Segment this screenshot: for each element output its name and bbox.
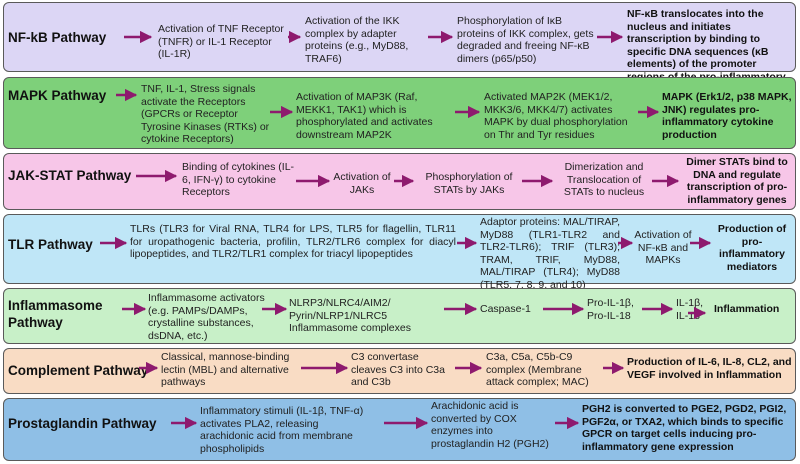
prostaglandin-pathway-title: Prostaglandin Pathway: [8, 416, 157, 431]
tlr-step-1: TLRs (TLR3 for Viral RNA, TLR4 for LPS, …: [130, 223, 456, 261]
complement-step-2: C3 convertase cleaves C3 into C3a and C3…: [351, 351, 445, 389]
tlr-step-4: Production of pro-inflammatory mediators: [717, 223, 787, 273]
nfkb-step-3: Phosphorylation of IκB proteins of IKK c…: [457, 15, 594, 65]
inflammasome-step-5: IL-1β, IL-18: [676, 297, 704, 322]
prostaglandin-pathway-row: [3, 398, 796, 461]
mapk-pathway-title: MAPK Pathway: [8, 88, 107, 103]
inflammasome-step-6: Inflammation: [714, 303, 780, 315]
prostaglandin-step-2: Arachidonic acid is converted by COX enz…: [431, 400, 549, 450]
complement-step-4: Production of IL-6, IL-8, CL2, and VEGF …: [627, 356, 792, 381]
nfkb-pathway-title: NF-kB Pathway: [8, 30, 107, 45]
mapk-step-4: MAPK (Erk1/2, p38 MAPK, JNK) regulates p…: [662, 91, 792, 141]
prostaglandin-step-1: Inflammatory stimuli (IL-1β, TNF-α) acti…: [200, 405, 364, 455]
jakstat-step-3: Phosphorylation of STATs by JAKs: [425, 171, 513, 196]
jakstat-step-2: Activation of JAKs: [333, 171, 391, 196]
jakstat-step-1: Binding of cytokines (IL-6, IFN-γ) to cy…: [182, 161, 295, 199]
tlr-step-2: Adaptor proteins: MAL/TIRAP, MyD88 (TLR1…: [480, 216, 620, 291]
complement-pathway-row: [3, 348, 796, 394]
jakstat-pathway-title: JAK-STAT Pathway: [8, 168, 132, 183]
complement-step-1: Classical, mannose-binding lectin (MBL) …: [161, 351, 290, 389]
tlr-step-3: Activation of NF-κB and MAPKs: [634, 229, 692, 267]
mapk-step-2: Activation of MAP3K (Raf, MEKK1, TAK1) w…: [296, 91, 433, 141]
inflammasome-step-3: Caspase-1: [480, 303, 531, 315]
complement-step-3: C3a, C5a, C5b-C9 complex (Membrane attac…: [486, 351, 589, 389]
tlr-pathway-title: TLR Pathway: [8, 237, 93, 252]
inflammasome-step-4: Pro-IL-1β, Pro-IL-18: [587, 297, 634, 322]
mapk-step-1: TNF, IL-1, Stress signals activate the R…: [141, 83, 270, 146]
inflammasome-pathway-row: [3, 288, 796, 344]
jakstat-step-4: Dimerization and Translocation of STATs …: [563, 161, 645, 199]
inflammasome-pathway-title: Inflammasome Pathway: [8, 298, 103, 330]
jakstat-step-5: Dimer STATs bind to DNA and regulate tra…: [686, 156, 788, 206]
prostaglandin-step-3: PGH2 is converted to PGE2, PGD2, PGI2, P…: [582, 403, 787, 453]
inflammasome-step-1: Inflammasome activators (e.g. PAMPs/DAMP…: [148, 292, 265, 342]
nfkb-step-2: Activation of the IKK complex by adapter…: [305, 15, 409, 65]
mapk-step-3: Activated MAP2K (MEK1/2, MKK3/6, MKK4/7)…: [484, 91, 628, 141]
complement-pathway-title: Complement Pathway: [8, 363, 149, 378]
inflammasome-step-2: NLRP3/NLRC4/AIM2/ Pyrin/NLRP1/NLRC5 Infl…: [289, 297, 411, 335]
nfkb-step-1: Activation of TNF Receptor (TNFR) or IL-…: [158, 23, 284, 61]
tlr-pathway-row: [3, 214, 796, 284]
